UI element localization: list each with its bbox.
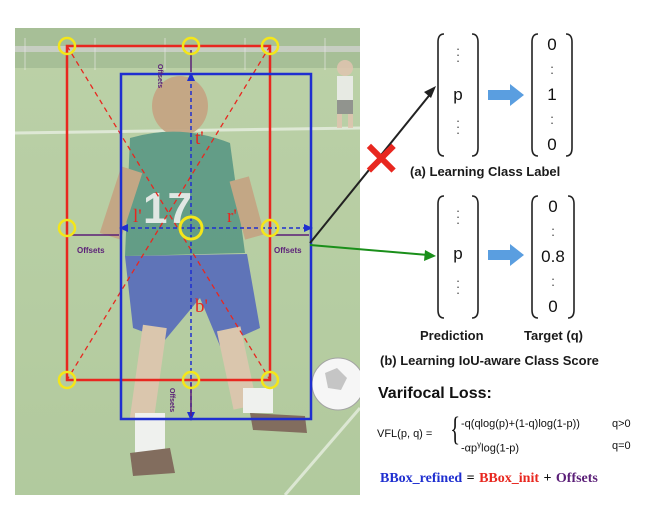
vector-dots: ··· xyxy=(455,41,461,68)
bracket-icon xyxy=(437,33,479,157)
vector-dots: ·· xyxy=(549,109,555,130)
caption-prediction: Prediction xyxy=(420,328,484,343)
vector-dots: ··· xyxy=(455,273,461,300)
loss-cond2: q=0 xyxy=(612,440,631,452)
label-t: t' xyxy=(195,128,204,149)
connector-arrows xyxy=(309,86,436,261)
loss-case1: -q(qlog(p)+(1-q)log(1-p)) xyxy=(461,418,580,430)
arrow-right-icon xyxy=(488,84,524,106)
vector-value: 0 xyxy=(547,135,557,154)
vector-dots: ·· xyxy=(549,59,555,80)
offsets-label-top: Offsets xyxy=(156,64,163,89)
vector-value: 0.8 xyxy=(541,247,565,266)
vector-prediction-top: ··· p ··· xyxy=(436,32,480,158)
vector-value-p: p xyxy=(453,85,463,104)
vector-value: 0 xyxy=(547,35,557,54)
label-r: r' xyxy=(227,206,237,227)
vector-target-bottom: 0 ·· 0.8 ·· 0 xyxy=(530,194,576,320)
bracket-icon xyxy=(437,195,479,319)
arrow-right-icon xyxy=(488,244,524,266)
svg-text:17: 17 xyxy=(143,184,192,233)
vector-value-p: p xyxy=(453,244,463,263)
soccer-photo: 17 xyxy=(15,28,360,495)
vector-dots: ·· xyxy=(550,271,556,292)
offsets-label-right: Offsets xyxy=(274,246,302,255)
loss-lhs: VFL(p, q) = xyxy=(377,428,433,440)
plus-sign: + xyxy=(543,471,552,486)
loss-case2-rest: log(1-p) xyxy=(481,442,520,455)
vector-dots: ·· xyxy=(550,221,556,242)
vector-dots: ··· xyxy=(455,113,461,140)
vector-target-top: 0 ·· 1 ·· 0 xyxy=(530,32,574,158)
offsets-label-bottom: Offsets xyxy=(168,388,175,413)
loss-case2: -αpγlog(1-p) xyxy=(461,440,519,455)
label-b: b' xyxy=(195,296,208,317)
vector-value: 0 xyxy=(548,297,558,316)
vector-value: 0 xyxy=(548,197,558,216)
loss-case2-sup: γ xyxy=(477,440,482,449)
caption-a: (a) Learning Class Label xyxy=(410,164,561,179)
loss-cond1: q>0 xyxy=(612,418,631,430)
photo-illustration: 17 xyxy=(15,28,360,495)
bbox-init: BBox_init xyxy=(479,471,539,486)
vector-dots: ··· xyxy=(455,203,461,230)
loss-case2-base: -αp xyxy=(461,442,478,455)
brace-icon: { xyxy=(450,411,461,448)
offsets-label-left: Offsets xyxy=(77,246,105,255)
loss-title: Varifocal Loss: xyxy=(378,385,492,402)
bbox-equation: BBox_refined = BBox_init + Offsets xyxy=(380,469,598,487)
caption-b: (b) Learning IoU-aware Class Score xyxy=(380,353,599,368)
label-l: l' xyxy=(133,206,142,227)
vector-prediction-bottom: ··· p ··· xyxy=(436,194,480,320)
equals-sign: = xyxy=(466,471,475,486)
caption-target: Target (q) xyxy=(524,328,583,343)
bbox-offsets: Offsets xyxy=(555,471,598,486)
bracket-icon xyxy=(531,33,573,157)
vector-value: 1 xyxy=(547,85,557,104)
bbox-refined: BBox_refined xyxy=(380,471,463,486)
bracket-icon xyxy=(531,195,575,319)
cross-mark-icon: ✕ xyxy=(362,133,401,185)
